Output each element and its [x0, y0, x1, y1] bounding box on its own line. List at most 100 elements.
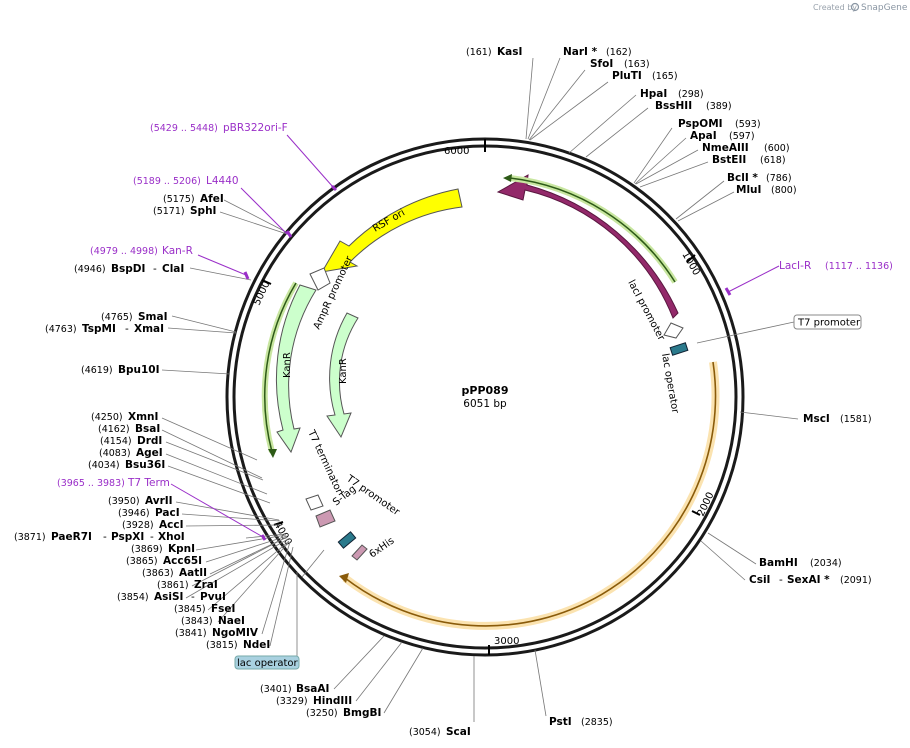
- plasmid-name: pPP089: [462, 384, 509, 397]
- site-apai[interactable]: ApaI: [690, 130, 717, 142]
- site-clai[interactable]: ClaI: [162, 263, 184, 275]
- site-nmeaiii[interactable]: NmeAIII: [702, 142, 749, 154]
- site-pvui[interactable]: PvuI: [200, 591, 226, 603]
- site-hpai[interactable]: HpaI: [640, 88, 667, 100]
- primer-laci-r[interactable]: LacI-R: [779, 260, 811, 272]
- tick-marks: [261, 139, 701, 655]
- site-scai-pos: (3054): [409, 727, 441, 738]
- primer-laci-r-pos: (1117 .. 1136): [825, 261, 893, 272]
- site-bsu36i[interactable]: Bsu36I: [125, 459, 165, 471]
- rsf-ori-feature[interactable]: [321, 188, 463, 273]
- site-bsai[interactable]: BsaI: [135, 423, 160, 435]
- site-pspxi-sep: -: [150, 531, 154, 543]
- site-smai[interactable]: SmaI: [138, 311, 168, 323]
- site-kasi[interactable]: KasI: [497, 46, 522, 58]
- lac-operator-box[interactable]: [234, 655, 300, 670]
- ampr-promoter-feature[interactable]: [309, 267, 331, 291]
- site-bpu10i[interactable]: Bpu10I: [118, 364, 160, 376]
- site-acci[interactable]: AccI: [159, 519, 183, 531]
- primer-t7-term[interactable]: T7 Term: [127, 477, 170, 489]
- primer-lines: [170, 134, 780, 538]
- lac-operator-lower-feature[interactable]: [337, 531, 357, 549]
- site-zrai-pos: (3861): [157, 580, 189, 591]
- site-csii-sep: -: [779, 574, 783, 586]
- site-csii[interactable]: CsiI: [749, 574, 770, 586]
- site-pspxi[interactable]: PspXI: [111, 531, 144, 543]
- laci-orf-arrowhead: [503, 174, 512, 182]
- site-mlui-pos: (800): [771, 185, 797, 196]
- six-his-feature[interactable]: [351, 544, 368, 561]
- site-acc65i[interactable]: Acc65I: [163, 555, 202, 567]
- site-sphi[interactable]: SphI: [190, 205, 216, 217]
- site-nmeaiii-pos: (600): [764, 143, 790, 154]
- site-avrii[interactable]: AvrII: [145, 495, 173, 507]
- site-leader-lines: [161, 57, 799, 722]
- site-bamhi[interactable]: BamHI: [759, 557, 798, 569]
- site-pspomi[interactable]: PspOMI: [678, 118, 723, 130]
- site-fsei[interactable]: FseI: [211, 603, 235, 615]
- site-nari[interactable]: NarI *: [563, 46, 598, 58]
- site-xmai[interactable]: XmaI: [134, 323, 164, 335]
- laci-feature[interactable]: [496, 174, 679, 319]
- site-psti[interactable]: PstI: [549, 716, 572, 728]
- primer-kan-r[interactable]: Kan-R: [162, 245, 193, 257]
- site-paer7i[interactable]: PaeR7I: [51, 531, 92, 543]
- site-mlui[interactable]: MluI: [736, 184, 761, 196]
- site-paer7i-sep: -: [103, 531, 107, 543]
- site-bsaai[interactable]: BsaAI: [296, 683, 329, 695]
- site-aatii[interactable]: AatII: [179, 567, 207, 579]
- site-bsaai-pos: (3401): [260, 684, 292, 695]
- lac-operator-right-feature[interactable]: [669, 342, 689, 356]
- site-scai[interactable]: ScaI: [446, 726, 471, 738]
- site-ngomiv[interactable]: NgoMIV: [212, 627, 259, 639]
- site-bamhi-pos: (2034): [810, 558, 842, 569]
- site-naei[interactable]: NaeI: [218, 615, 245, 627]
- lac-operator-right-label: lac operator: [659, 353, 681, 415]
- primer-markers: [243, 184, 732, 541]
- site-paci[interactable]: PacI: [155, 507, 180, 519]
- kanr-outer-feature[interactable]: [276, 284, 317, 454]
- t7-terminator-feature[interactable]: [305, 494, 324, 511]
- site-zrai[interactable]: ZraI: [194, 579, 218, 591]
- primer-l4440[interactable]: L4440: [206, 175, 239, 187]
- site-bspdi[interactable]: BspDI: [111, 263, 145, 275]
- tick-3000: 3000: [494, 636, 519, 647]
- site-bsteii-pos: (618): [760, 155, 786, 166]
- site-hindiii[interactable]: HindIII: [313, 695, 352, 707]
- site-asisi[interactable]: AsiSI: [154, 591, 183, 603]
- site-xhoi[interactable]: XhoI: [158, 531, 185, 543]
- site-kpni[interactable]: KpnI: [168, 543, 195, 555]
- site-aatii-pos: (3863): [142, 568, 174, 579]
- site-agei-pos: (4083): [99, 448, 131, 459]
- t7-promoter-box[interactable]: [793, 314, 862, 330]
- site-drdi[interactable]: DrdI: [137, 435, 162, 447]
- site-sexai[interactable]: SexAI *: [787, 574, 830, 586]
- site-acci-pos: (3928): [122, 520, 154, 531]
- site-msci-pos: (1581): [840, 414, 872, 425]
- site-apai-pos: (597): [729, 131, 755, 142]
- kanr-orf-line: [264, 282, 297, 453]
- site-tspmi[interactable]: TspMI: [82, 323, 116, 335]
- site-agei[interactable]: AgeI: [136, 447, 163, 459]
- primer-kan-r-pos: (4979 .. 4998): [90, 246, 158, 257]
- s-tag-feature[interactable]: [315, 509, 336, 528]
- site-sfoi[interactable]: SfoI: [590, 58, 613, 70]
- site-xmni[interactable]: XmnI: [128, 411, 158, 423]
- site-afei[interactable]: AfeI: [200, 193, 224, 205]
- laci-promoter-feature[interactable]: [663, 322, 684, 339]
- site-psti-pos: (2835): [581, 717, 613, 728]
- backbone-outer: [225, 137, 745, 657]
- site-bcli[interactable]: BclI *: [727, 172, 758, 184]
- primer-pbr322ori-f[interactable]: pBR322ori-F: [223, 122, 288, 134]
- site-pluti[interactable]: PluTI: [612, 70, 642, 82]
- site-acc65i-pos: (3865): [126, 556, 158, 567]
- six-his-label: 6xHis: [367, 536, 396, 561]
- site-ndei[interactable]: NdeI: [243, 639, 270, 651]
- site-bmgbi-pos: (3250): [306, 708, 338, 719]
- site-bsshii[interactable]: BssHII: [655, 100, 692, 112]
- site-msci[interactable]: MscI: [803, 413, 830, 425]
- site-bsteii[interactable]: BstEII: [712, 154, 746, 166]
- site-drdi-pos: (4154): [100, 436, 132, 447]
- kanr-inner-feature[interactable]: [326, 312, 359, 439]
- site-bmgbi[interactable]: BmgBI: [343, 707, 381, 719]
